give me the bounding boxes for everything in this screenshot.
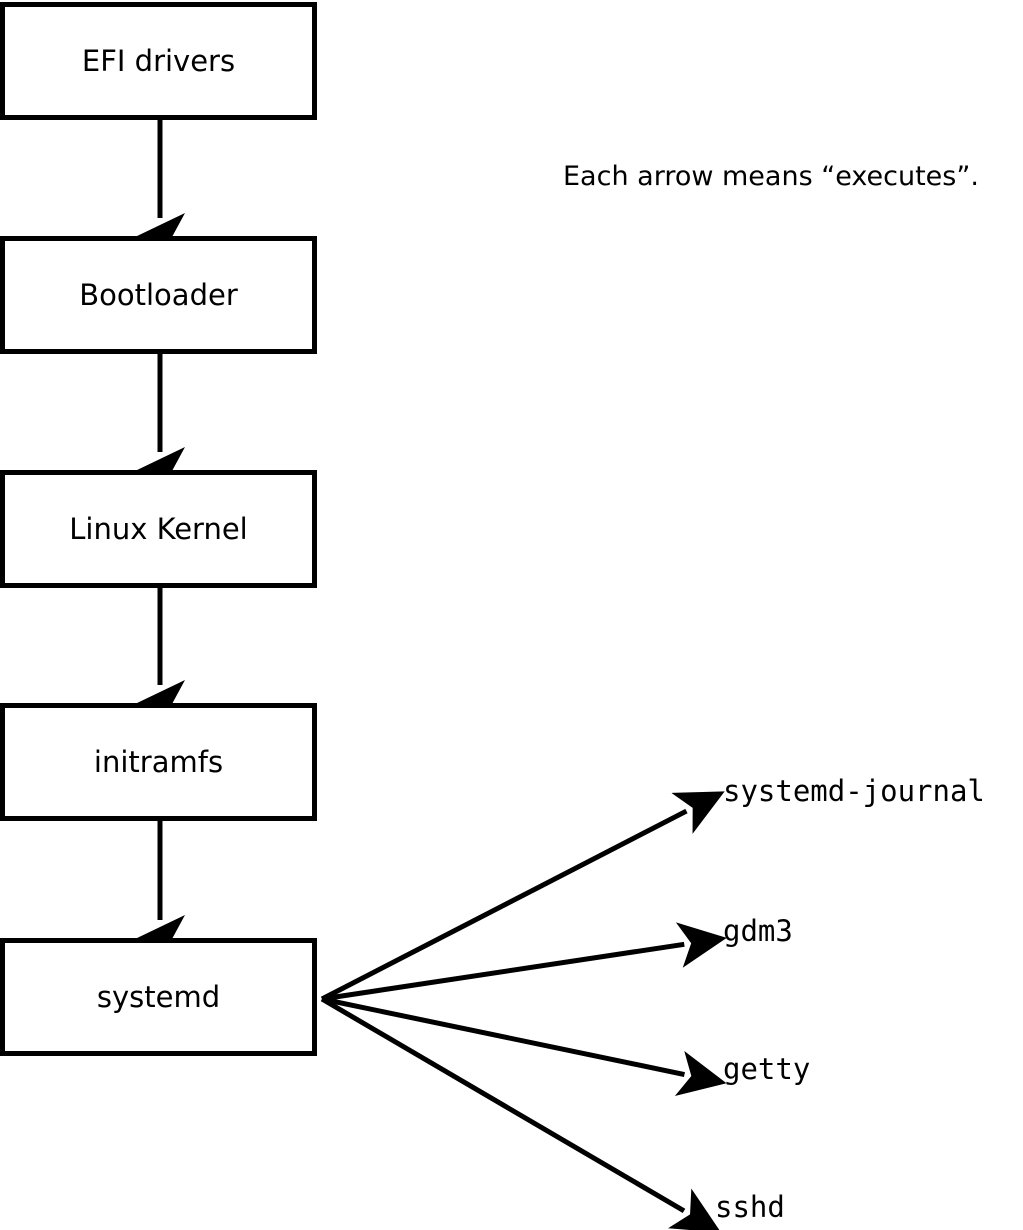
spawn-arrow-systemd-to-gdm3 [321,922,727,1002]
legend-annotation: Each arrow means “executes”. [563,161,979,192]
node-box-initramfs: initramfs [0,703,317,821]
process-label-gdm3: gdm3 [723,914,793,948]
spawn-arrow-group [320,791,727,1230]
process-label-sshd: sshd [715,1190,785,1224]
node-label-bootloader: Bootloader [79,277,238,312]
node-box-linux-kernel: Linux Kernel [0,470,317,588]
node-box-bootloader: Bootloader [0,236,317,354]
spawn-arrow-systemd-to-sshd [320,996,722,1230]
spawn-arrow-systemd-to-getty [321,996,727,1097]
process-label-systemd-journal: systemd-journal [723,774,985,808]
spawn-arrow-systemd-to-systemd-journal [320,791,725,1002]
process-label-getty: getty [723,1052,811,1086]
node-box-systemd: systemd [0,938,317,1056]
node-label-linux-kernel: Linux Kernel [69,511,248,546]
node-box-efi-drivers: EFI drivers [0,2,317,120]
node-label-efi-drivers: EFI drivers [81,43,236,78]
node-label-initramfs: initramfs [93,744,224,779]
node-label-systemd: systemd [96,979,221,1014]
